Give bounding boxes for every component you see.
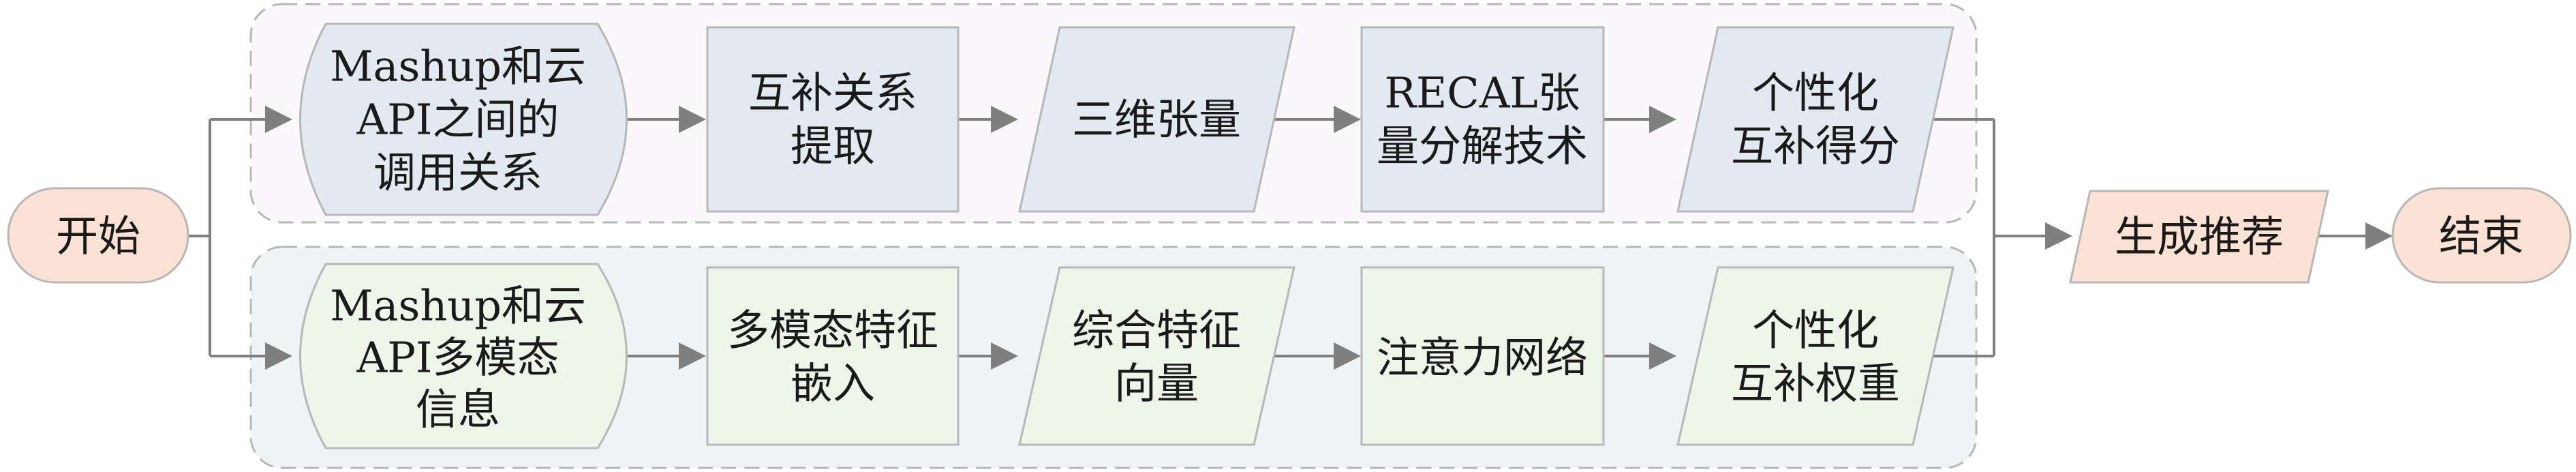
start-node: 开始 [7,187,189,284]
top-node-5-line-1: 个性化 [1752,68,1879,118]
bottom-node-5-line-1: 个性化 [1752,306,1879,355]
top-node-4-recal-decomposition: RECAL张 量分解技术 [1360,26,1605,213]
bottom-node-4-attention-network: 注意力网络 [1360,266,1605,446]
start-label: 开始 [56,211,140,261]
bottom-node-2-line-2: 嵌入 [791,359,875,409]
top-node-3-3d-tensor: 三维张量 [1018,26,1295,213]
bottom-node-3-feature-vector: 综合特征 向量 [1018,266,1295,446]
top-node-4-line-2: 量分解技术 [1377,121,1588,171]
bottom-node-5-line-2: 互补权重 [1731,359,1900,409]
top-node-4-line-1: RECAL张 [1384,68,1580,118]
top-node-1-line-1: Mashup和云 [330,42,586,91]
bottom-node-3-line-1: 综合特征 [1072,306,1241,355]
end-label: 结束 [2439,211,2524,261]
recommend-label: 生成推荐 [2115,212,2284,262]
bottom-node-1-line-3: 信息 [416,385,500,434]
top-node-2-line-1: 互补关系 [748,68,917,118]
bottom-node-1-line-2: API多模态 [356,333,559,383]
bottom-node-5-personalized-weight: 个性化 互补权重 [1676,266,1954,446]
recommend-node: 生成推荐 [2069,190,2329,284]
bottom-node-1-line-1: Mashup和云 [330,281,586,331]
top-node-3-line-1: 三维张量 [1072,95,1241,145]
top-node-1-line-3: 调用关系 [373,148,542,198]
top-node-5-line-2: 互补得分 [1731,121,1900,171]
top-node-5-personalized-score: 个性化 互补得分 [1676,26,1954,213]
top-node-2-complement-extraction: 互补关系 提取 [706,26,960,213]
end-node: 结束 [2391,187,2572,284]
top-node-2-line-2: 提取 [791,121,875,171]
connector-lines [188,106,2393,370]
bottom-node-3-line-2: 向量 [1114,359,1199,409]
top-node-1-call-relation: Mashup和云 API之间的 调用关系 [299,23,628,216]
bottom-node-1-multimodal-info: Mashup和云 API多模态 信息 [299,263,628,449]
bottom-node-2-feature-embedding: 多模态特征 嵌入 [706,266,960,446]
bottom-node-4-line-1: 注意力网络 [1377,333,1588,383]
bottom-node-2-line-1: 多模态特征 [727,306,938,355]
top-node-1-line-2: API之间的 [356,95,559,145]
